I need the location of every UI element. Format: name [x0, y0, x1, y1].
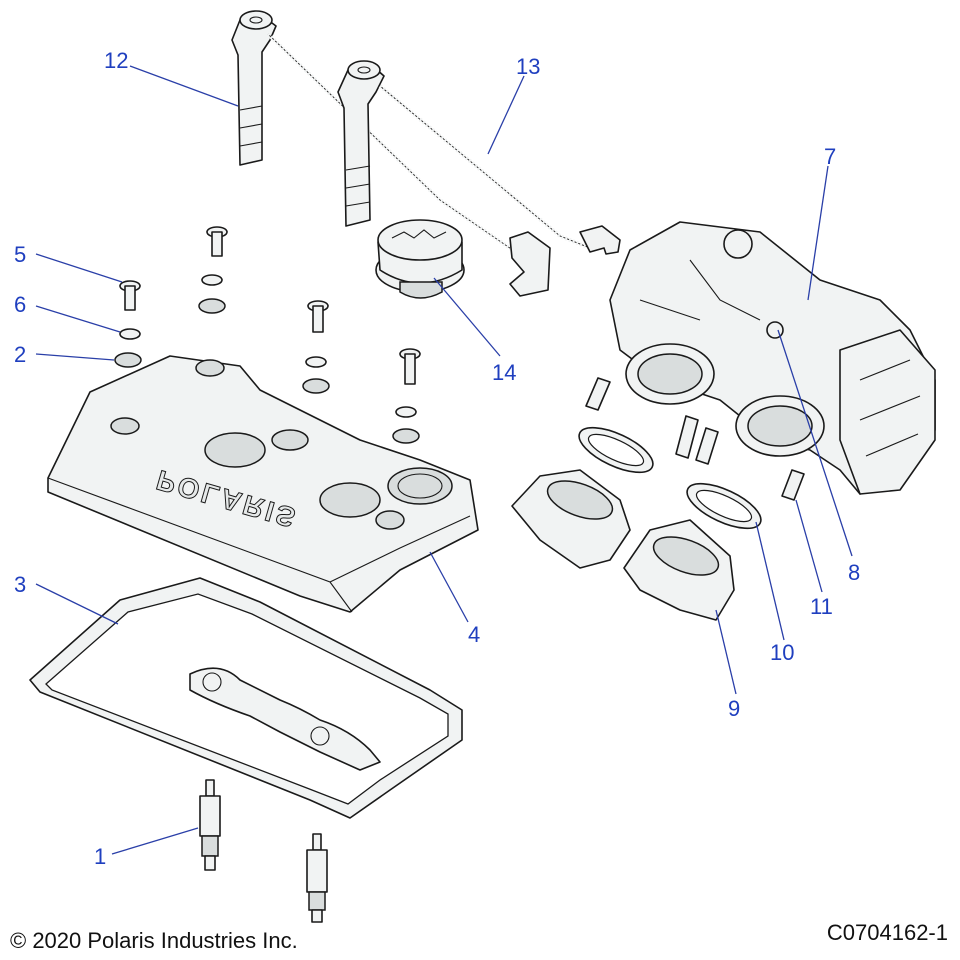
callout-8: 8 — [848, 560, 860, 585]
callout-10: 10 — [770, 640, 794, 665]
cover-screw-4 — [392, 348, 421, 444]
cover-screw-3 — [302, 300, 330, 394]
callout-14: 14 — [492, 360, 516, 385]
callout-11: 11 — [810, 594, 833, 619]
copyright-text: © 2020 Polaris Industries Inc. — [10, 928, 298, 953]
throttle-body-7 — [609, 221, 936, 495]
spark-plug-wire-12 — [231, 10, 551, 297]
spark-plug-1b — [306, 833, 328, 923]
valve-cover-4: POLARIS — [47, 355, 479, 613]
valve-cover-gasket-3 — [29, 577, 463, 819]
cover-screw-2 — [198, 226, 228, 314]
hose-clamps-10 — [578, 426, 762, 530]
callout-3: 3 — [14, 572, 26, 597]
figure-id: C0704162-1 — [826, 920, 948, 945]
spark-plug-1a — [199, 779, 221, 871]
valve-cover-fasteners — [114, 226, 421, 444]
callout-2: 2 — [14, 342, 26, 367]
callout-labels: 1 2 3 4 5 6 7 8 9 10 11 12 13 14 — [14, 48, 860, 869]
callout-7: 7 — [824, 144, 836, 169]
throttle-body-bolts-11 — [585, 377, 805, 501]
cover-screw-1 — [114, 280, 142, 368]
callout-6: 6 — [14, 292, 26, 317]
intake-adapters-9 — [511, 469, 735, 621]
callout-5: 5 — [14, 242, 26, 267]
spark-plug-wire-13 — [337, 60, 621, 255]
leader-lines — [35, 65, 853, 855]
oil-fill-cap-14 — [375, 219, 465, 299]
callout-9: 9 — [728, 696, 740, 721]
callout-4: 4 — [468, 622, 480, 647]
callout-1: 1 — [94, 844, 106, 869]
callout-13: 13 — [516, 54, 540, 79]
callout-12: 12 — [104, 48, 128, 73]
